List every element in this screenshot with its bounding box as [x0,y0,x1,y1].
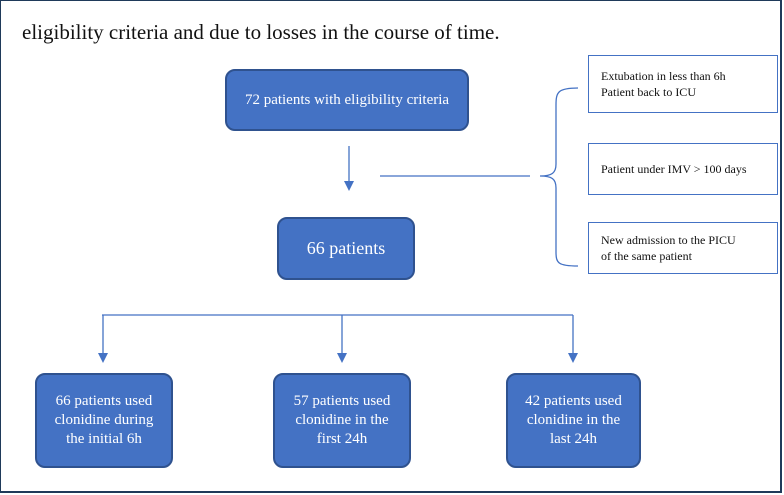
caption-text: eligibility criteria and due to losses i… [22,20,500,44]
initial-6h-line-2: clonidine during [54,412,154,429]
included-patients-box: 66 patients [277,217,415,280]
initial-6h-box: 66 patients used clonidine during the in… [35,373,173,468]
eligible-patients-label: 72 patients with eligibility criteria [244,91,450,108]
exclusion-extubation-line-1: Extubation in less than 6h [601,68,726,83]
eligible-patients-box: 72 patients with eligibility criteria [225,69,469,131]
initial-6h-line-3: the initial 6h [66,430,142,447]
first-24h-box: 57 patients used clonidine in the first … [273,373,411,468]
exclusion-readmission-line-2: of the same patient [601,249,692,263]
included-patients-label: 66 patients [306,238,386,259]
first-24h-line-3: first 24h [316,430,368,447]
exclusion-readmission: New admission to the PICU of the same pa… [588,222,778,274]
initial-6h-line-1: 66 patients used [55,393,153,410]
last-24h-box: 42 patients used clonidine in the last 2… [506,373,641,468]
exclusion-extubation: Extubation in less than 6h Patient back … [588,55,778,113]
exclusion-readmission-line-1: New admission to the PICU [601,232,736,247]
last-24h-line-1: 42 patients used [525,393,622,410]
exclusion-imv-line-1: Patient under IMV > 100 days [601,161,747,176]
exclusion-extubation-line-2: Patient back to ICU [601,85,696,99]
first-24h-line-2: clonidine in the [295,412,389,429]
last-24h-line-2: clonidine in the [526,412,621,429]
exclusion-imv: Patient under IMV > 100 days [588,143,778,195]
last-24h-line-3: last 24h [549,430,598,447]
exclusion-brace [539,87,579,267]
first-24h-line-1: 57 patients used [293,393,391,410]
